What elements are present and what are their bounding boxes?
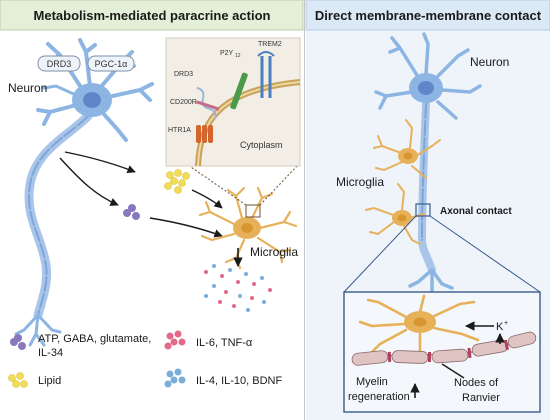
marker-pgc1a: PGC-1α xyxy=(95,59,128,69)
right-microglia-upper xyxy=(373,119,441,179)
atp-legend-icon xyxy=(10,334,26,350)
left-microglia-nucleus xyxy=(241,223,253,233)
legend-item4: IL-4, IL-10, BDNF xyxy=(196,375,282,387)
legend-item-lipid: Lipid xyxy=(8,372,61,388)
left-neuron-nucleus xyxy=(83,92,101,108)
inset-cytoplasm: Cytoplasm xyxy=(240,140,283,150)
left-microglia-label: Microglia xyxy=(250,245,298,259)
cd200r-receptor-icon xyxy=(195,100,220,111)
lipid-legend-icon xyxy=(8,372,28,388)
legend-item2: Lipid xyxy=(38,375,61,387)
il6-legend-icon xyxy=(164,330,186,350)
nodes-of-ranvier xyxy=(387,339,509,363)
secretion-arrows xyxy=(59,151,223,238)
inset-cd200r: CD200R xyxy=(170,99,197,106)
zoom-microglia-nucleus xyxy=(413,317,427,327)
receptor-inset: P2Y 12 TREM2 DRD3 CD200R HTR1A Cytoplasm xyxy=(165,37,301,167)
myelin-label-line1: Myelin xyxy=(356,376,388,388)
right-neuron xyxy=(374,32,482,292)
right-header xyxy=(305,0,550,31)
contact-line-left xyxy=(343,215,417,293)
right-microglia-lower xyxy=(365,183,425,245)
legend-item1-line2: IL-34 xyxy=(38,347,63,359)
zoom-microglia xyxy=(358,294,480,354)
myelin-segments xyxy=(351,331,537,366)
myelin-label-line2: regeneration xyxy=(348,391,410,403)
atp-cluster xyxy=(123,204,140,220)
p2y12-receptor-icon xyxy=(230,72,248,110)
inset-p2y: P2Y xyxy=(220,50,234,57)
left-panel-title: Metabolism-mediated paracrine action xyxy=(34,8,271,23)
inset-drd3: DRD3 xyxy=(174,71,193,78)
legend-item-il4: IL-4, IL-10, BDNF xyxy=(164,368,282,388)
nodes-pointer-line xyxy=(441,363,465,379)
trem2-receptor-icon xyxy=(260,56,272,98)
inset-trem2: TREM2 xyxy=(258,41,282,48)
nodes-label-line2: Ranvier xyxy=(462,392,500,404)
nodes-label-line1: Nodes of xyxy=(454,377,499,389)
contact-inset: K + Myelin regeneration Nodes of Ranvier xyxy=(343,291,541,413)
axonal-contact-label: Axonal contact xyxy=(440,206,512,217)
zoom-line-right xyxy=(259,164,299,206)
right-neuron-nucleus xyxy=(418,81,434,95)
legend: ATP, GABA, glutamate, IL-34 Lipid IL-6, … xyxy=(8,330,282,388)
potassium-label: K xyxy=(496,321,504,333)
inset-htr1a: HTR1A xyxy=(168,127,191,134)
htr1a-receptor-icon xyxy=(196,125,213,143)
contact-line-right xyxy=(429,215,541,293)
zoom-box xyxy=(245,204,261,218)
legend-item-il6: IL-6, TNF-α xyxy=(164,330,253,350)
cytokine-scatter xyxy=(204,264,272,312)
right-microglia-upper-nucleus xyxy=(403,152,413,160)
left-header xyxy=(0,0,304,31)
axonal-contact-box xyxy=(415,203,431,217)
right-microglia-label: Microglia xyxy=(336,175,384,189)
legend-item3: IL-6, TNF-α xyxy=(196,337,253,349)
right-microglia-lower-nucleus xyxy=(397,214,407,222)
right-neuron-label: Neuron xyxy=(470,55,509,69)
legend-item-atp: ATP, GABA, glutamate, IL-34 xyxy=(10,333,151,359)
neuron-markers: DRD3 PGC-1α xyxy=(37,55,135,72)
inset-p2y-sub: 12 xyxy=(235,53,241,59)
right-panel-title: Direct membrane-membrane contact xyxy=(315,8,542,23)
marker-drd3: DRD3 xyxy=(47,59,72,69)
left-neuron-label: Neuron xyxy=(8,81,47,95)
left-panel: Metabolism-mediated paracrine action xyxy=(0,0,304,31)
il4-legend-icon xyxy=(164,368,186,388)
potassium-sup: + xyxy=(504,320,508,327)
lipid-cluster xyxy=(164,169,190,194)
legend-item1-line1: ATP, GABA, glutamate, xyxy=(38,333,151,345)
